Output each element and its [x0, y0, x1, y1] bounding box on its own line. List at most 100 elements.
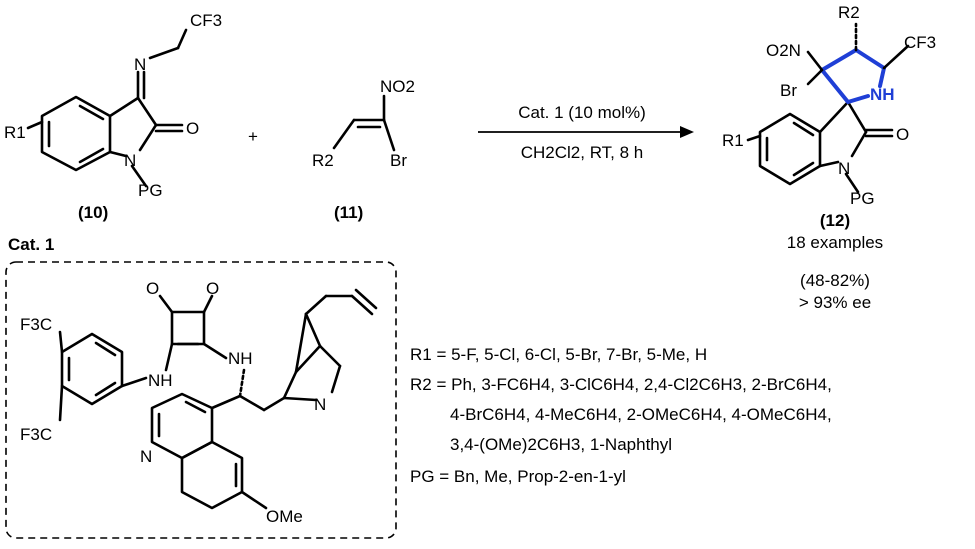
quinoline-pyridine-ring: [150, 392, 214, 460]
bond: [282, 370, 298, 400]
bond: [58, 330, 64, 354]
bond: [148, 46, 180, 60]
r2-label-12: R2: [838, 3, 860, 22]
r1-label-10: R1: [4, 123, 26, 142]
bond: [176, 28, 188, 50]
highlight-bond-nc: [846, 94, 870, 104]
conditions-solvent: CH2Cl2, RT, 8 h: [521, 143, 644, 162]
bond: [882, 44, 910, 70]
bond: [262, 396, 286, 412]
n-label-12: N: [838, 159, 850, 178]
compound-12-id: (12): [820, 211, 850, 230]
bond: [240, 490, 268, 510]
no2-label-12: O2N: [766, 41, 801, 60]
compound-10-id: (10): [78, 203, 108, 222]
bond: [330, 364, 342, 394]
cf3-label-12: CF3: [904, 33, 936, 52]
bond: [136, 96, 158, 127]
nh-left-label: NH: [148, 371, 173, 390]
bond: [294, 312, 308, 374]
bond: [108, 150, 128, 158]
bond: [806, 50, 824, 72]
quinoline-benzene-ring: [180, 440, 244, 510]
r1-definition: R1 = 5-F, 5-Cl, 6-Cl, 5-Br, 7-Br, 5-Me, …: [410, 345, 707, 364]
bond: [138, 123, 158, 152]
highlight-bond-c3c4: [820, 48, 858, 72]
bond: [184, 400, 207, 414]
bond: [26, 120, 44, 130]
imine-n-label-10: N: [134, 55, 146, 74]
catalyst-box: [5, 261, 397, 539]
pg-label-12: PG: [850, 189, 875, 208]
highlight-bond-spiro: [820, 68, 850, 104]
nh-label-12: NH: [870, 85, 895, 104]
bond: [202, 342, 228, 360]
bond: [304, 294, 328, 316]
highlight-bond-c5n: [878, 66, 886, 88]
bond: [120, 376, 148, 388]
aryl-ring: [60, 332, 124, 406]
bond: [846, 100, 868, 134]
bond: [318, 344, 342, 368]
bond: [818, 100, 850, 134]
bond: [78, 147, 105, 164]
bond: [94, 381, 117, 397]
r2-label-11: R2: [312, 151, 334, 170]
bond: [304, 312, 322, 348]
bond: [164, 342, 174, 372]
compound-10: CF3 N R1 O N PG (10): [4, 11, 222, 222]
pg-definition: PG = Bn, Me, Prop-2-en-1-yl: [410, 467, 626, 486]
bond: [158, 294, 174, 314]
quinoline-n-label: N: [140, 447, 152, 466]
bond: [78, 104, 105, 121]
cf3-label-10: CF3: [190, 11, 222, 30]
plus-sign: +: [248, 127, 258, 146]
r1-label-12: R1: [722, 131, 744, 150]
bond: [850, 130, 868, 158]
f3c-bottom-label: F3C: [20, 425, 52, 444]
benzene-ring-10: [40, 95, 112, 172]
substituent-definitions: R1 = 5-F, 5-Cl, 6-Cl, 5-Br, 7-Br, 5-Me, …: [410, 345, 832, 486]
bond: [382, 118, 396, 152]
nh-right-label: NH: [228, 349, 253, 368]
pg-label-10: PG: [138, 181, 163, 200]
bond: [354, 288, 378, 310]
quinuclidine-n-label: N: [314, 395, 326, 414]
bond: [210, 394, 242, 410]
bond: [818, 160, 840, 168]
bond: [202, 294, 214, 314]
bond: [238, 368, 246, 398]
no2-label-11: NO2: [380, 77, 415, 96]
bond: [332, 118, 356, 150]
bond: [130, 164, 148, 188]
r2-definition-line1: R2 = Ph, 3-FC6H4, 3-ClC6H4, 2,4-Cl2C6H3,…: [410, 375, 832, 394]
yield-range: (48-82%): [800, 271, 870, 290]
catalyst-structure: F3C F3C NH O O NH N OMe: [20, 279, 378, 526]
compound-11-id: (11): [334, 203, 363, 222]
conditions-catalyst: Cat. 1 (10 mol%): [518, 103, 646, 122]
ee-value: > 93% ee: [799, 293, 871, 312]
examples-count: 18 examples: [787, 233, 883, 252]
compound-11: NO2 R2 Br (11): [312, 77, 415, 222]
bond: [94, 341, 117, 357]
compound-12: R2 O2N CF3 Br NH R1 O N PG (12) 18 examp…: [722, 3, 936, 312]
methoxy-label: OMe: [266, 507, 303, 526]
benzene-ring-12: [758, 112, 822, 186]
br-label-11: Br: [390, 151, 407, 170]
f3c-top-label: F3C: [20, 315, 52, 334]
bond: [844, 172, 860, 194]
bond: [282, 396, 318, 402]
reaction-arrow: Cat. 1 (10 mol%) CH2Cl2, RT, 8 h: [478, 103, 694, 162]
br-label-12: Br: [780, 81, 797, 100]
bond: [746, 134, 762, 142]
bond: [792, 121, 815, 137]
bond: [350, 294, 374, 316]
n-label-10: N: [124, 151, 136, 170]
carbonyl-o-label-12: O: [896, 125, 909, 144]
squaramide-ring: [170, 310, 206, 346]
r2-definition-line3: 3,4-(OMe)2C6H3, 1-Naphthyl: [450, 435, 672, 454]
catalyst-title: Cat. 1: [8, 235, 54, 254]
bond: [806, 68, 824, 86]
